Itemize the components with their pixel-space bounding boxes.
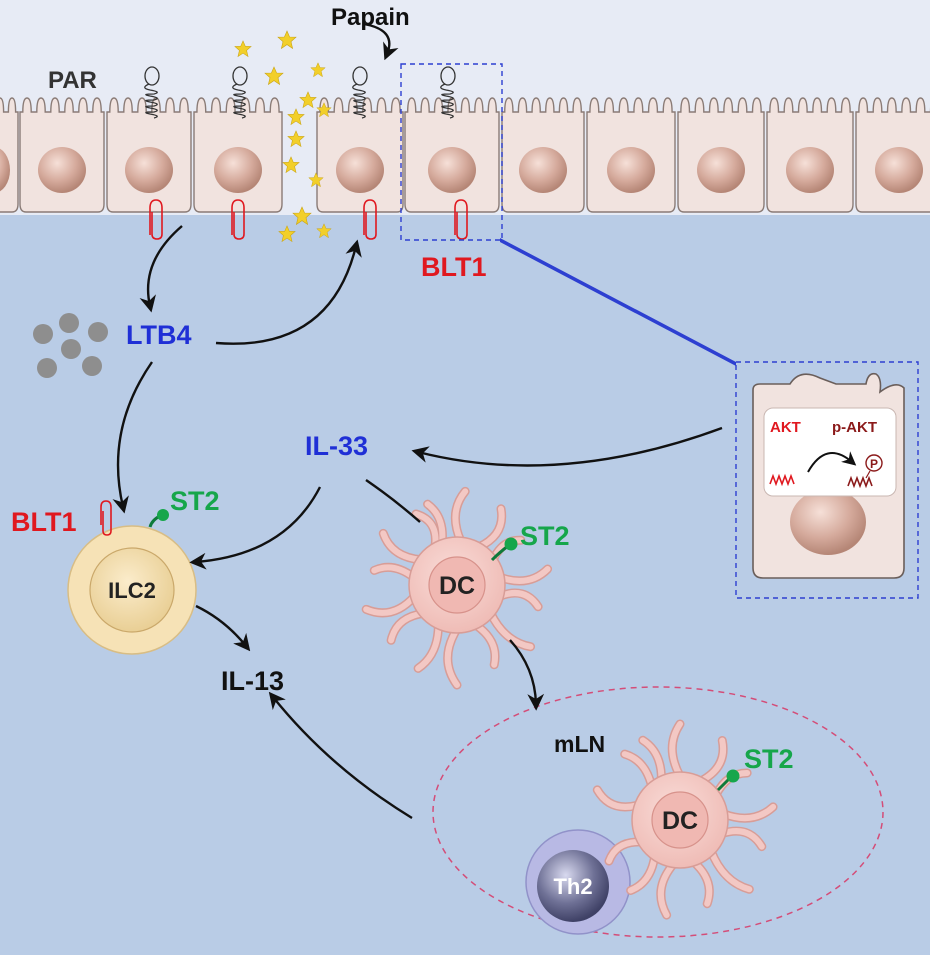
blt1-epithelium-label: BLT1 (421, 252, 487, 282)
th2-nucleus (537, 850, 609, 922)
epithelial-nucleus (786, 147, 834, 193)
arrow-to-ltb4 (139, 225, 183, 313)
arrow-papain (363, 22, 399, 61)
ilc2-label: ILC2 (108, 578, 156, 603)
epithelial-nucleus (428, 147, 476, 193)
arrow-il33-to-ilc2 (189, 486, 322, 570)
epithelial-nucleus (214, 147, 262, 193)
mesenteric-lymph-node (432, 686, 884, 938)
arrow-ltb4-to-ilc2 (112, 361, 153, 514)
akt-signal-panel (763, 407, 897, 497)
epithelial-nucleus (519, 147, 567, 193)
papain-label: Papain (331, 4, 410, 31)
dc-label-mln: DC (662, 807, 698, 835)
dc-nucleus-mln (651, 791, 709, 849)
st2-receptor-mln-dc (716, 769, 740, 792)
par-receptor-icon (352, 66, 368, 119)
blt1-clip-icon (149, 199, 163, 240)
ltb4-molecules (33, 313, 108, 378)
epithelial-nucleus (607, 147, 655, 193)
ilc2-cell: ILC2 (67, 525, 197, 655)
blt1-ilc2-label: BLT1 (11, 507, 77, 537)
inset-nucleus (790, 489, 866, 555)
il13-label: IL-13 (221, 666, 284, 696)
st2-receptor-ilc2 (148, 509, 169, 528)
zoom-source-box (400, 63, 503, 241)
mln-label: mLN (554, 731, 605, 757)
epithelial-nucleus (38, 147, 86, 193)
phospho-label: P (870, 457, 878, 471)
ilc2-nucleus (89, 547, 175, 633)
p-akt-protein-icon (847, 475, 873, 489)
arrow-dc-to-mln (509, 639, 545, 711)
par-receptors (144, 66, 456, 119)
epithelial-nucleus (697, 147, 745, 193)
ltb4-label: LTB4 (126, 320, 192, 350)
arrow-ltb4-to-epithelium (215, 239, 362, 345)
blt1-clip-icon (454, 199, 468, 240)
th2-label: Th2 (553, 874, 592, 899)
phospho-icon (865, 454, 883, 472)
pathway-arrows (112, 22, 723, 820)
par-label: PAR (48, 67, 97, 94)
par-receptor-icon (232, 66, 248, 119)
st2-mln-dc-label: ST2 (744, 744, 794, 774)
mln-dendritic-cell-foreground: DC (592, 719, 778, 920)
zoom-inset-box (735, 361, 919, 599)
dc-label-tissue: DC (439, 572, 475, 600)
par-receptor-icon (144, 66, 160, 119)
epithelial-layer (0, 97, 930, 213)
zoomed-epithelial-cell: AKT p-AKT P (735, 361, 919, 599)
arrow-epithelium-to-il33 (411, 426, 723, 467)
st2-dc-label: ST2 (520, 521, 570, 551)
blt1-clip-icon (363, 199, 377, 240)
dc-nucleus-tissue (428, 556, 486, 614)
akt-label: AKT (770, 419, 801, 436)
zoom-connector (500, 238, 736, 366)
blt1-receptor-ilc2 (100, 500, 112, 536)
blt1-clip-icon (231, 199, 245, 240)
il33-label: IL-33 (305, 431, 368, 461)
akt-protein-icon (769, 473, 795, 487)
epithelial-nucleus (125, 147, 173, 193)
st2-receptor-dc (490, 537, 518, 562)
arrow-ilc2-to-il13 (195, 604, 251, 652)
epithelial-nucleus (875, 147, 923, 193)
st2-ilc2-label: ST2 (170, 486, 220, 516)
epithelial-nucleus (0, 148, 10, 192)
line-il33-to-dc (365, 479, 421, 523)
arrow-mln-to-il13 (268, 691, 413, 820)
phosphorylation-arrow (807, 451, 857, 473)
epithelial-nucleus (336, 147, 384, 193)
par-receptor-icon (440, 66, 456, 119)
p-akt-label: p-AKT (832, 419, 877, 436)
th2-cell: Th2 (525, 829, 631, 935)
blt1-receptors-epithelium (149, 199, 468, 240)
